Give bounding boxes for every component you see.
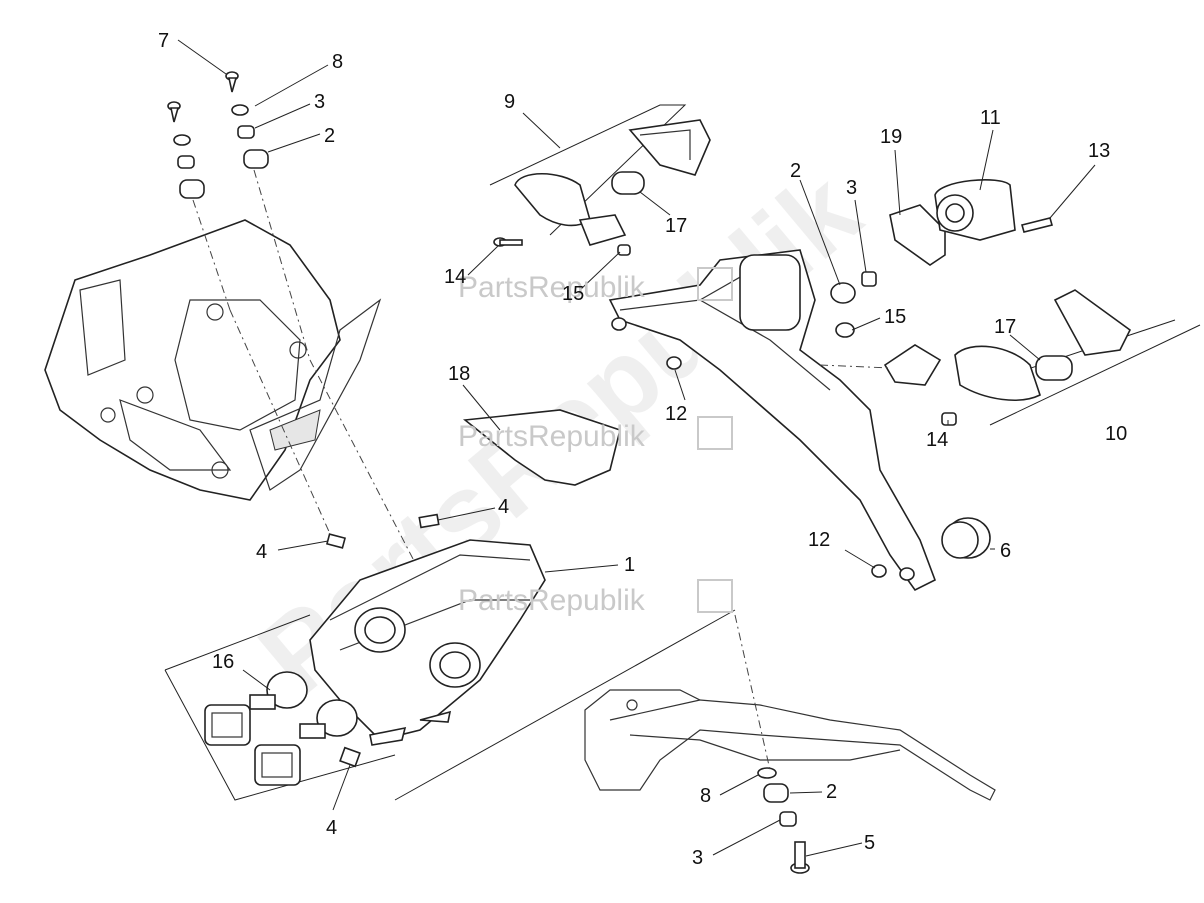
callout-11: 11	[980, 107, 1001, 129]
clip-4-b	[325, 533, 347, 549]
cap-6	[941, 517, 991, 559]
rear-light-assembly	[309, 539, 546, 746]
gear-icon	[697, 416, 733, 450]
callout-8: 8	[700, 785, 711, 807]
callout-6: 6	[1000, 540, 1011, 562]
gear-icon	[697, 579, 733, 613]
lower-hardware	[757, 767, 810, 874]
callout-3: 3	[692, 847, 703, 869]
bush-3-right	[861, 271, 877, 287]
clip-4-c	[339, 746, 361, 768]
callout-12: 12	[665, 403, 687, 425]
callout-4: 4	[256, 541, 267, 563]
callout-4: 4	[326, 817, 337, 839]
callout-2: 2	[826, 781, 837, 803]
plate-bracket-18	[462, 409, 621, 486]
watermark-logos: PartsRepublik PartsRepublik PartsRepubli…	[458, 267, 733, 617]
callout-12: 12	[808, 529, 830, 551]
washer-8-lower	[757, 767, 777, 779]
bulb-group-outline	[164, 609, 736, 801]
callout-17: 17	[665, 215, 687, 237]
callout-5: 5	[864, 832, 875, 854]
callout-17: 17	[994, 316, 1016, 338]
callout-3: 3	[314, 91, 325, 113]
top-left-hardware	[167, 71, 269, 199]
gear-icon	[697, 267, 733, 301]
watermark-text-3: PartsRepublik	[458, 584, 646, 617]
left-indicator-group	[489, 104, 711, 256]
bush-3	[237, 125, 255, 139]
callout-9: 9	[504, 91, 515, 113]
leader-lines	[177, 39, 1096, 857]
right-indicator-group	[883, 289, 1201, 426]
grommet-2-lower	[763, 783, 789, 803]
callout-3: 3	[846, 177, 857, 199]
grommet-left	[179, 179, 205, 199]
callout-10: 10	[1105, 423, 1127, 445]
assembly-lines-left	[192, 169, 456, 641]
callout-2: 2	[324, 125, 335, 147]
callout-15: 15	[884, 306, 906, 328]
callout-8: 8	[332, 51, 343, 73]
callout-13: 13	[1088, 140, 1110, 162]
grommet-2-right	[830, 282, 856, 304]
right-light-group	[666, 179, 1053, 370]
seat-cowl	[44, 219, 382, 501]
grommet-2	[243, 149, 269, 169]
assembly-lines-right	[734, 364, 891, 771]
license-plate-bracket	[608, 249, 937, 592]
nut-12-lower	[871, 564, 887, 578]
watermark-text-1: PartsRepublik	[458, 271, 646, 304]
callout-2: 2	[790, 160, 801, 182]
callout-7: 7	[158, 30, 169, 52]
bulb-holders	[204, 671, 358, 786]
callout-19: 19	[880, 126, 902, 148]
callout-18: 18	[448, 363, 470, 385]
callout-14: 14	[926, 429, 948, 451]
screw-7	[225, 71, 239, 93]
callout-16: 16	[212, 651, 234, 673]
washer-15-right	[835, 322, 855, 338]
washer-left	[173, 134, 191, 146]
nut-12-upper	[666, 356, 682, 370]
bush-3-lower	[779, 811, 797, 827]
clip-4-a	[418, 513, 440, 529]
screw-left	[167, 101, 181, 123]
bolt-5	[790, 841, 810, 874]
bush-left	[177, 155, 195, 169]
callout-1: 1	[624, 554, 635, 576]
callout-14: 14	[444, 266, 466, 288]
rear-subframe	[584, 689, 996, 801]
callout-15: 15	[562, 283, 584, 305]
watermark-text-2: PartsRepublik	[458, 420, 646, 453]
callout-labels: 7 8 3 2 9 17 14 15 2 3 19 11 13 15 17 18…	[158, 30, 1127, 869]
washer-8	[231, 104, 249, 116]
callout-4: 4	[498, 496, 509, 518]
